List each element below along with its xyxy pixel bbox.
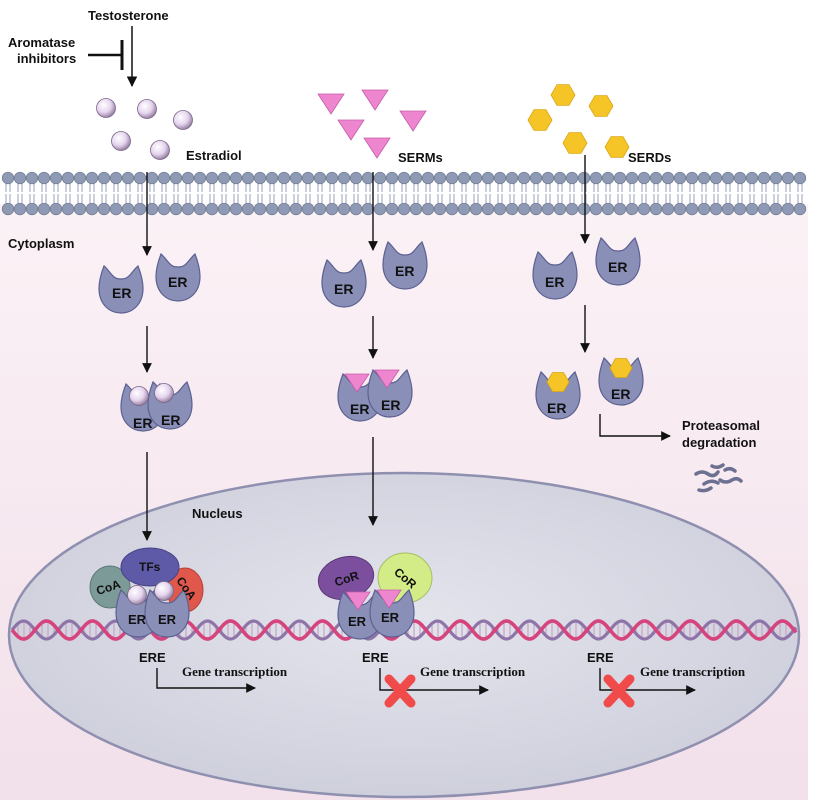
- degraded-fragments: [694, 463, 743, 493]
- gene-transcription-arrow-2: [379, 668, 489, 695]
- svg-text:ER: ER: [545, 274, 564, 290]
- transcription-repression-complex: CoR CoR ER ER: [317, 552, 433, 640]
- testosterone-label: Testosterone: [88, 8, 169, 23]
- svg-text:TFs: TFs: [139, 560, 161, 574]
- serd-molecules: [527, 84, 630, 158]
- degradation-arrow: [599, 414, 671, 441]
- nucleus-label: Nucleus: [192, 506, 243, 521]
- serm-molecules: [317, 89, 427, 159]
- er-monomer-right-col3: ER: [595, 237, 641, 286]
- aromatase-inhibitor-block: [88, 40, 124, 70]
- cell-membrane: [0, 171, 808, 216]
- serds-label: SERDs: [628, 150, 671, 165]
- blocked-transcription-x-icon-2: [603, 674, 635, 708]
- transcription-factors: [120, 547, 180, 587]
- er-monomer-right-col2: ER: [382, 241, 428, 290]
- aromatase-label-line1: Aromatase: [8, 35, 75, 50]
- er-serd-bound-right: ER: [598, 357, 644, 406]
- er-monomer-left-col1: ER: [98, 265, 144, 314]
- svg-text:ER: ER: [112, 285, 131, 301]
- gene-transcription-label-2: Gene transcription: [420, 664, 526, 679]
- ere-label-1: ERE: [139, 650, 166, 665]
- er-dimer-estradiol-bound: ER ER: [120, 381, 193, 432]
- aromatase-label-line2: inhibitors: [17, 51, 76, 66]
- er-monomer-left-col2: ER: [321, 259, 367, 308]
- svg-text:ER: ER: [350, 401, 369, 417]
- er-monomer-left-col3: ER: [532, 251, 578, 300]
- er-monomer-right-col1: ER: [155, 253, 201, 302]
- blocked-transcription-x-icon: [384, 674, 416, 708]
- svg-text:ER: ER: [611, 386, 630, 402]
- transcription-activation-complex: CoA CoA TFs ER ER: [89, 547, 204, 638]
- serms-label: SERMs: [398, 150, 443, 165]
- er-serd-bound-left: ER: [535, 371, 581, 420]
- svg-text:ER: ER: [133, 415, 152, 431]
- svg-text:ER: ER: [395, 263, 414, 279]
- svg-text:ER: ER: [128, 612, 147, 627]
- gene-transcription-arrow-3: [599, 668, 696, 695]
- gene-transcription-label-3: Gene transcription: [640, 664, 746, 679]
- svg-text:ER: ER: [381, 397, 400, 413]
- svg-text:ER: ER: [348, 614, 367, 629]
- er-dimer-serm-bound: ER ER: [337, 369, 413, 422]
- estradiol-label: Estradiol: [186, 148, 242, 163]
- svg-text:ER: ER: [334, 281, 353, 297]
- svg-text:ER: ER: [168, 274, 187, 290]
- cytoplasm-label: Cytoplasm: [8, 236, 74, 251]
- ere-label-3: ERE: [587, 650, 614, 665]
- ere-label-2: ERE: [362, 650, 389, 665]
- estradiol-molecules: [96, 98, 193, 160]
- svg-text:ER: ER: [608, 259, 627, 275]
- gene-transcription-arrow-1: [156, 668, 256, 693]
- svg-text:ER: ER: [381, 610, 400, 625]
- gene-transcription-label-1: Gene transcription: [182, 664, 288, 679]
- svg-text:ER: ER: [158, 612, 177, 627]
- proteasomal-label-line2: degradation: [682, 435, 756, 450]
- proteasomal-label-line1: Proteasomal: [682, 418, 760, 433]
- nucleus: [7, 471, 801, 799]
- svg-text:ER: ER: [161, 412, 180, 428]
- svg-text:ER: ER: [547, 400, 566, 416]
